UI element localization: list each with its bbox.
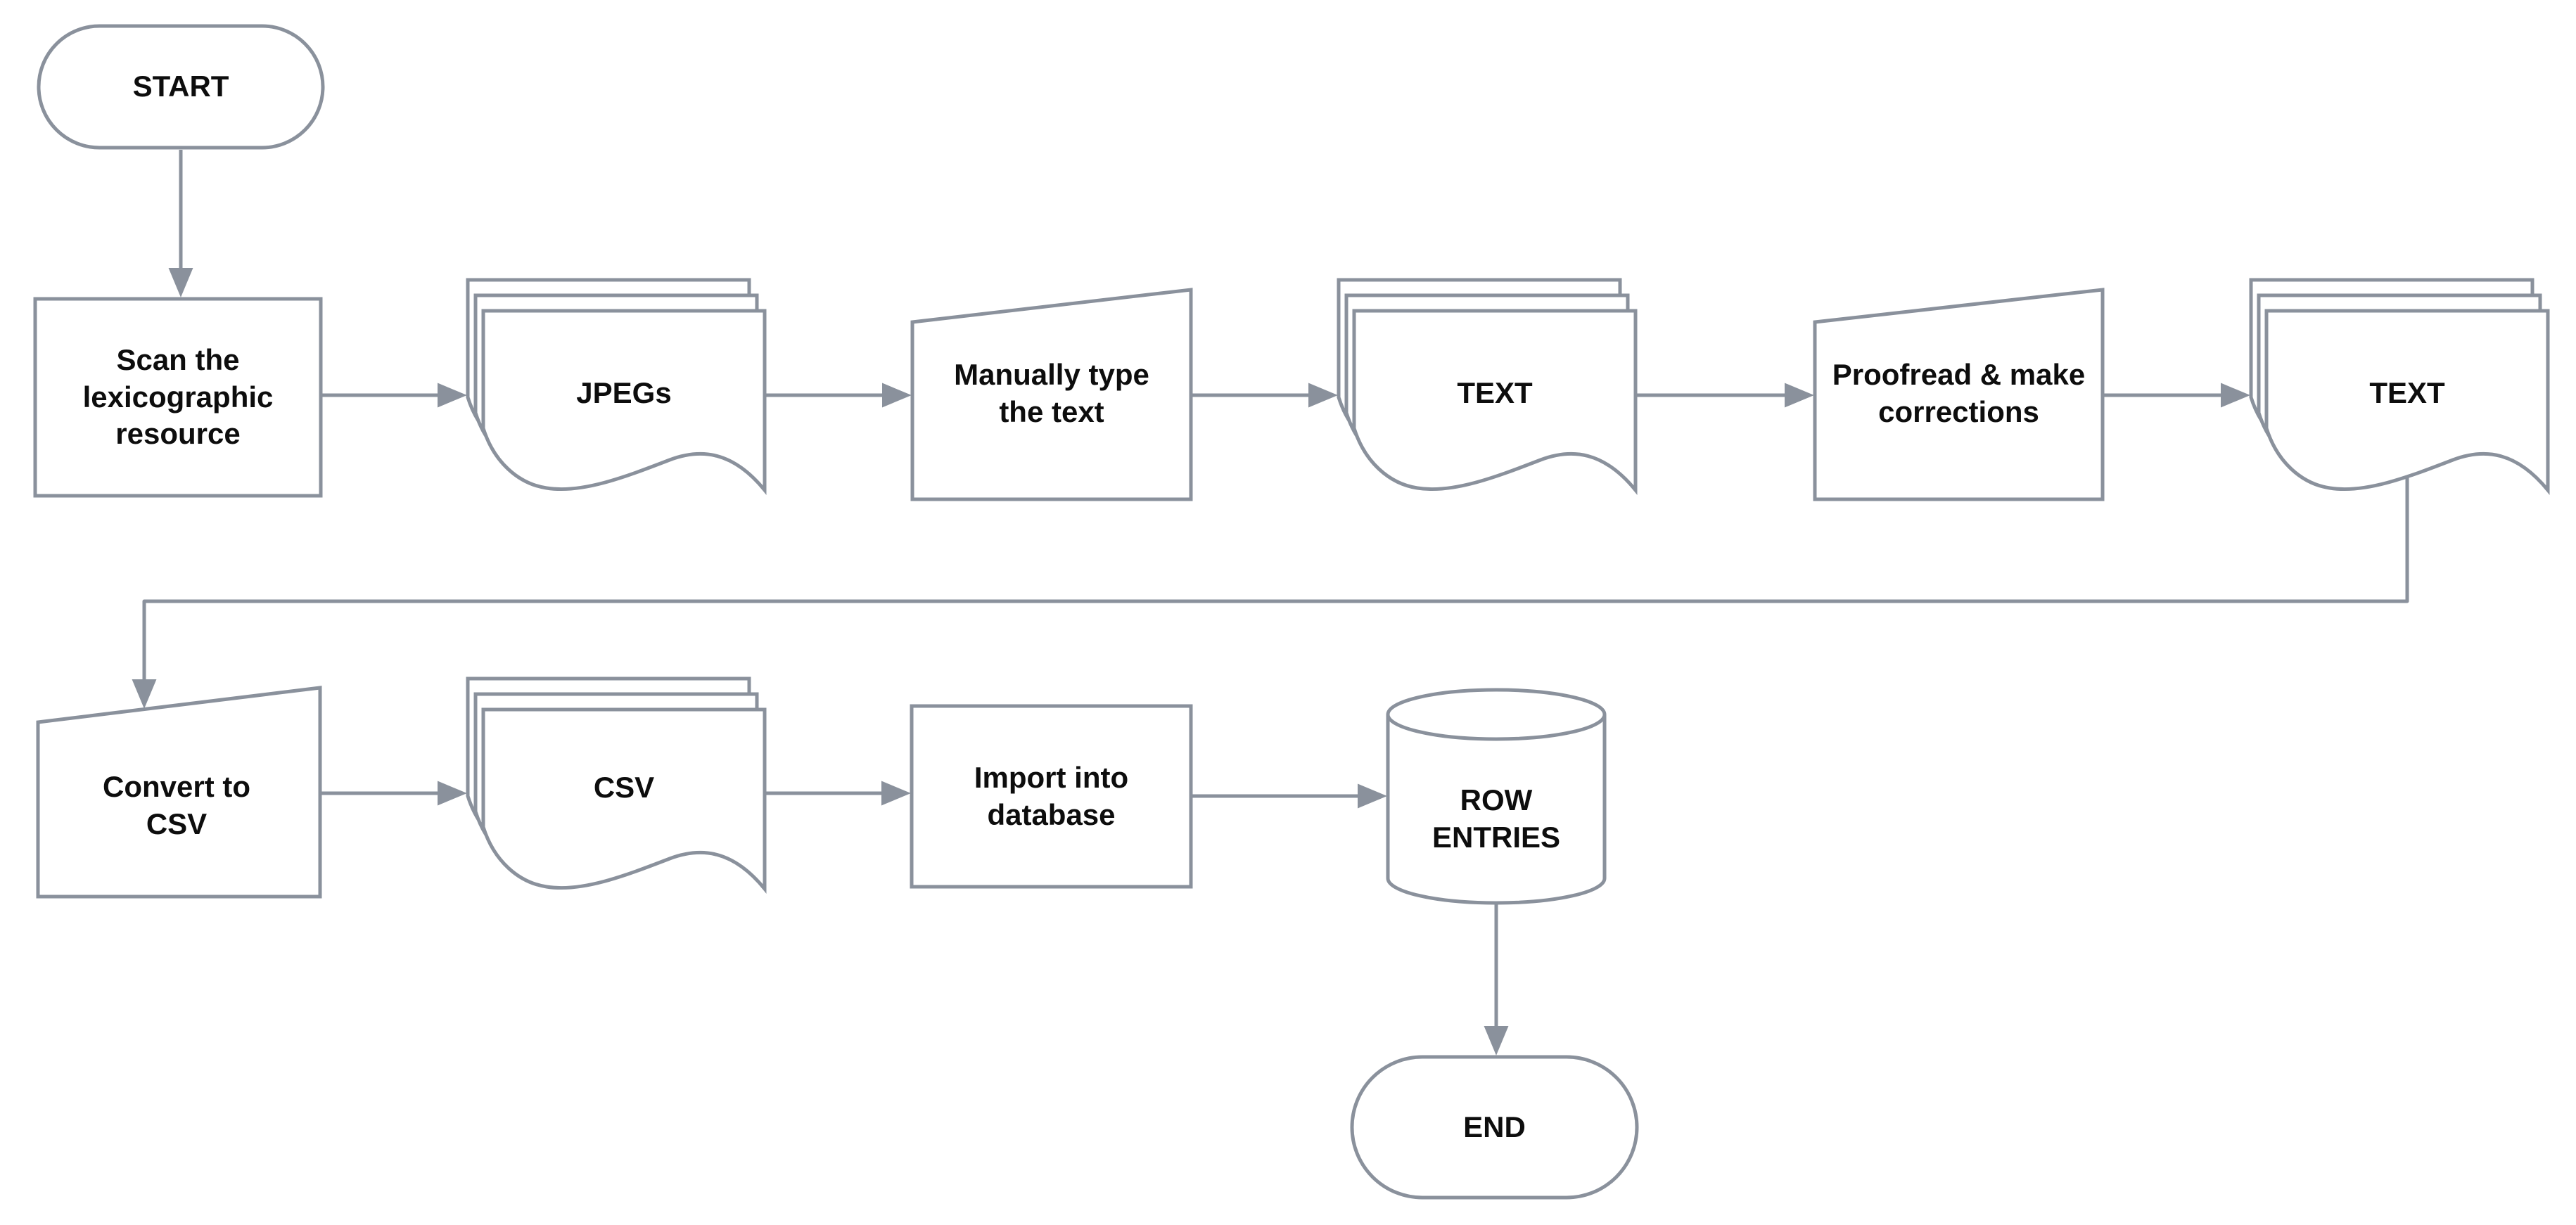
proofread-node [1813, 288, 2105, 501]
import-node [910, 704, 1193, 889]
manual-input-shape [910, 288, 1193, 501]
process-shape [910, 704, 1193, 889]
cylinder-body [1386, 714, 1607, 905]
text1-node [1337, 278, 1638, 495]
terminator-shape [1350, 1055, 1639, 1200]
document-page-front [481, 309, 767, 495]
edges-layer [132, 150, 2409, 1056]
manual-type-node [910, 288, 1193, 501]
row-entries-node [1386, 688, 1607, 905]
document-page-front [2264, 309, 2550, 495]
document-page-front [481, 707, 767, 894]
terminator-shape [37, 24, 325, 150]
process-shape [33, 297, 323, 498]
convert-node [36, 686, 322, 899]
scan-node [33, 297, 323, 498]
cylinder-top [1386, 688, 1607, 741]
manual-input-shape [1813, 288, 2105, 501]
jpegs-node [466, 278, 767, 495]
end-node [1350, 1055, 1639, 1200]
start-node [37, 24, 325, 150]
csv-node [466, 676, 767, 894]
edge-text2-convert [132, 471, 2409, 709]
text2-node [2249, 278, 2550, 495]
document-page-front [1352, 309, 1638, 495]
manual-input-shape [36, 686, 322, 899]
